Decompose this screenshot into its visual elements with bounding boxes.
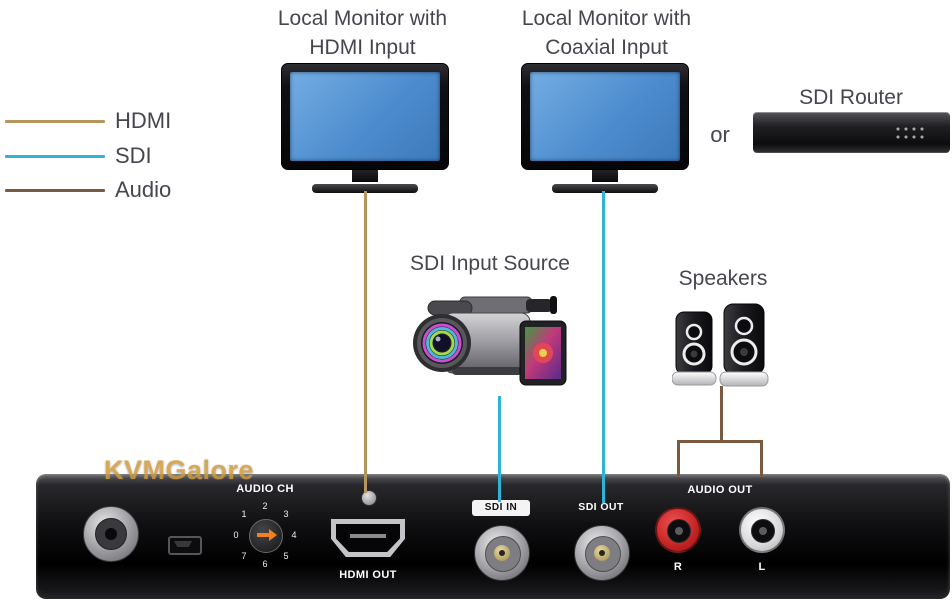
monitor-bezel — [521, 63, 689, 170]
rca-socket-hole — [675, 527, 683, 535]
monitor-screen — [530, 72, 680, 161]
legend-item-audio: Audio — [5, 176, 171, 204]
sdi-source-title: SDI Input Source — [410, 252, 570, 275]
legend-label-audio: Audio — [115, 177, 172, 202]
sdi-cable-camera — [498, 396, 501, 502]
camcorder-illustration — [413, 296, 567, 386]
speaker-left — [672, 311, 717, 386]
hdmi-line-swatch — [5, 119, 105, 123]
hdmi-out-port — [331, 519, 405, 557]
monitor-stand-neck — [352, 170, 378, 182]
power-connector-ring — [95, 518, 127, 550]
audio-line-swatch — [5, 188, 105, 192]
router-vent-dots-icon — [894, 125, 924, 140]
hdmi-cable — [364, 191, 367, 493]
legend-label-sdi: SDI — [115, 143, 152, 168]
hdmi-screw-hole — [361, 490, 377, 506]
dial-number: 4 — [291, 530, 297, 540]
sdi-in-bnc-connector — [474, 525, 530, 581]
sdi-line-swatch — [5, 154, 105, 158]
bnc-ring — [585, 536, 621, 572]
bnc-center-pin — [494, 545, 510, 561]
dial-number: 1 — [241, 509, 247, 519]
dial-number: 5 — [283, 551, 289, 561]
dial-number: 6 — [262, 559, 268, 569]
monitor-hdmi-title: Local Monitor with HDMI Input — [277, 7, 448, 59]
legend-label-hdmi: HDMI — [115, 108, 172, 133]
audio-cable-trunk — [720, 386, 723, 442]
dial-number: 3 — [283, 509, 289, 519]
sdi-in-label: SDI IN — [472, 500, 530, 516]
speakers-title: Speakers — [678, 267, 768, 290]
bnc-pin-hole — [499, 550, 505, 556]
hdmi-out-port-inner — [336, 524, 400, 552]
sdi-out-bnc-connector — [574, 525, 630, 581]
sdi-router-illustration — [753, 112, 950, 153]
audio-out-label: AUDIO OUT — [687, 484, 753, 496]
rca-socket-hole — [759, 527, 767, 535]
monitor-stand-base — [552, 184, 658, 193]
legend-item-hdmi: HDMI — [5, 107, 171, 135]
audio-ch-label: AUDIO CH — [236, 483, 294, 495]
sdi-out-label: SDI OUT — [578, 501, 624, 513]
speaker-right — [719, 303, 769, 387]
audio-out-left-rca — [739, 507, 785, 553]
audio-out-right-rca — [655, 507, 701, 553]
rca-socket — [667, 519, 691, 543]
monitor-stand-base — [312, 184, 418, 193]
monitor-coax — [521, 63, 689, 193]
audio-channel-dial: 0 1 2 3 4 5 6 7 — [225, 495, 305, 575]
power-connector-pin — [105, 528, 117, 540]
device-rear-panel: AUDIO CH 0 1 2 3 4 5 6 7 HDMI OUT SDI IN — [36, 474, 950, 599]
audio-cable-right-ch — [677, 440, 680, 477]
monitor-stand-neck — [592, 170, 618, 182]
monitor-hdmi — [281, 63, 449, 193]
sdi-router-title: SDI Router — [799, 86, 903, 109]
legend-item-sdi: SDI — [5, 142, 152, 170]
sdi-cable-monitor — [602, 191, 605, 503]
dial-arrow-icon — [257, 529, 277, 541]
mini-usb-contact — [174, 541, 192, 547]
rca-socket — [751, 519, 775, 543]
kvmgalore-watermark: KVMGalore — [104, 455, 255, 485]
dial-number: 0 — [233, 530, 239, 540]
monitor-screen — [290, 72, 440, 161]
dial-knob[interactable] — [249, 519, 283, 553]
mini-usb-port — [168, 536, 202, 555]
monitor-coax-title: Local Monitor with Coaxial Input — [521, 7, 692, 59]
hdmi-contact-tongue — [350, 534, 386, 538]
audio-cable-split — [677, 440, 763, 443]
audio-cable-left-ch — [760, 440, 763, 477]
bnc-center-pin — [594, 545, 610, 561]
monitor-bezel — [281, 63, 449, 170]
or-text: or — [710, 122, 730, 147]
bnc-pin-hole — [599, 550, 605, 556]
bnc-ring — [485, 536, 521, 572]
audio-left-label: L — [758, 561, 766, 573]
speakers-illustration — [672, 303, 769, 387]
dial-number: 7 — [241, 551, 247, 561]
dial-number: 2 — [262, 501, 268, 511]
power-connector — [83, 506, 139, 562]
audio-right-label: R — [673, 561, 683, 573]
hdmi-out-label: HDMI OUT — [339, 569, 397, 581]
